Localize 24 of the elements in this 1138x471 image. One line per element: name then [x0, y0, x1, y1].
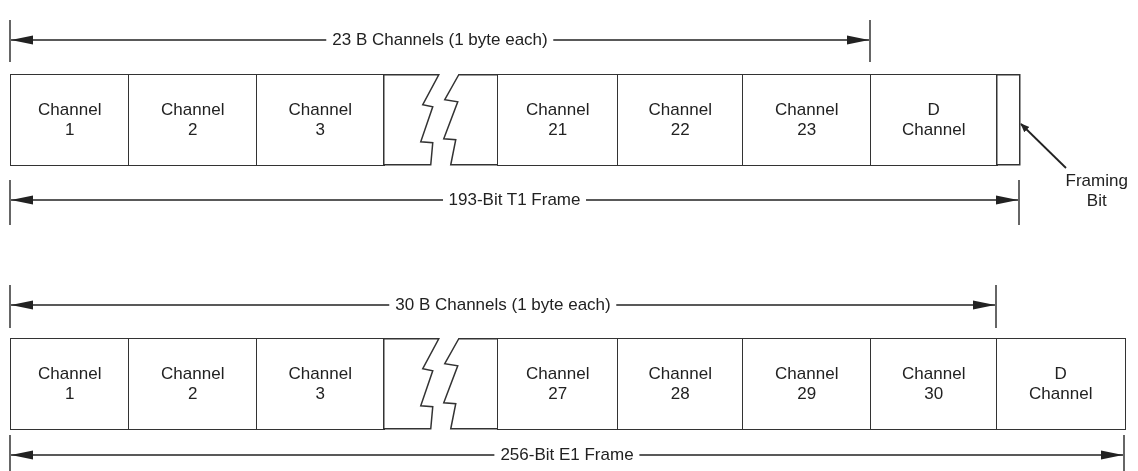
frame-segment	[996, 74, 1021, 166]
channel-label: Channel 29	[775, 363, 839, 404]
frame-segment	[443, 74, 499, 166]
channel-label: Channel 28	[648, 363, 712, 404]
channel-label: Channel 3	[288, 363, 352, 404]
callout-label: Framing Bit	[1065, 170, 1128, 211]
channel-label: Channel 21	[526, 99, 590, 140]
channel-label: Channel 3	[288, 99, 352, 140]
channel-label: Channel 30	[902, 363, 966, 404]
channel-label: Channel 23	[775, 99, 839, 140]
frame-segment	[383, 74, 440, 166]
channel-label: Channel 2	[161, 363, 225, 404]
channel-label: Channel 22	[648, 99, 712, 140]
frame-segment	[383, 338, 440, 430]
channel-label: Channel 2	[161, 99, 225, 140]
channel-label: D Channel	[1029, 363, 1093, 404]
dimension-label: 30 B Channels (1 byte each)	[389, 295, 617, 315]
leader-arrow	[1020, 123, 1067, 169]
channel-label: Channel 1	[38, 99, 102, 140]
channel-label: D Channel	[902, 99, 966, 140]
frame-segment	[443, 338, 499, 430]
channel-label: Channel 1	[38, 363, 102, 404]
dimension-label: 23 B Channels (1 byte each)	[326, 30, 554, 50]
channel-label: Channel 27	[526, 363, 590, 404]
